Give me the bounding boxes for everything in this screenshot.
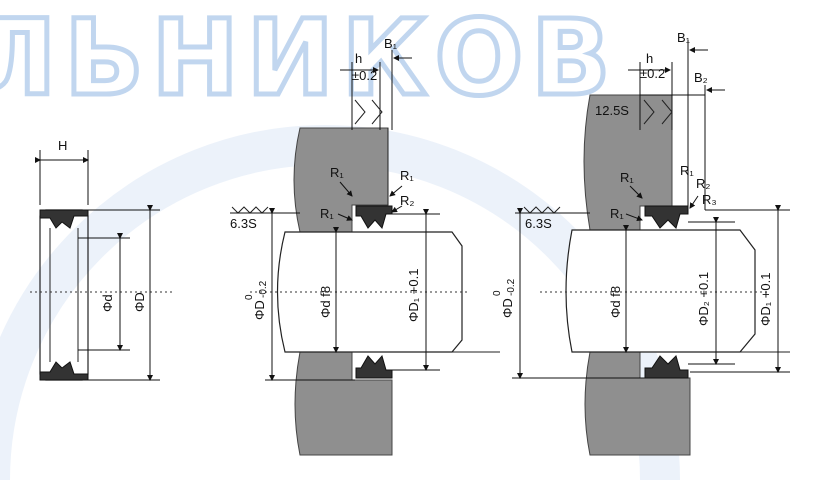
label-B2: B₂ [694,70,708,85]
label-D-tol-lower-2: -0.2 [506,278,517,296]
label-d-f8: Φd f8 [318,286,333,318]
label-h-2: h [646,51,653,66]
label-R1-a: R₁ [330,165,344,180]
label-R1-b-2: R₁ [680,163,694,178]
label-rough-top: 12.5S [595,103,629,118]
installation-view-2: h ±0.2 B₁ B₂ 12.5S R₁ R₁ R₂ R₃ R₁ 6.3S Φ… [492,30,790,456]
label-h: h [355,51,362,66]
label-D1: ΦD₁ +0.1 [406,269,421,322]
label-H: H [58,138,67,153]
label-D: ΦD [132,292,147,312]
label-tol: ±0.2 [352,68,377,83]
label-D2: ΦD₂ +0.1 [696,272,711,326]
label-D-right: ΦD [500,298,515,318]
label-D1-2: ΦD₁ +0.1 [758,273,773,326]
label-D-mid: ΦD [252,300,267,320]
label-d-f8-2: Φd f8 [608,286,623,318]
label-R1-a-2: R₁ [620,170,634,185]
label-D-tol-upper-2: 0 [492,290,503,296]
label-R1-c-2: R₁ [610,206,624,221]
label-D-tol-lower: -0.2 [258,280,269,298]
label-R1-c: R₁ [320,206,334,221]
label-R2: R₂ [400,193,414,208]
label-R1-b: R₁ [400,168,414,183]
label-rough: 6.3S [230,216,257,231]
label-R3: R₃ [702,192,717,207]
seal-cross-section: H Φd ΦD [30,138,175,381]
label-R2-2: R₂ [696,176,710,191]
label-B1-2: B₁ [677,30,691,45]
installation-view-1: h ±0.2 B₁ R₁ R₁ R₂ R₁ 6.3S ΦD 0 -0.2 Φd … [230,36,500,456]
watermark-text: ЛЬНИКОВ [0,0,618,119]
label-d: Φd [100,294,115,312]
label-D-tol-upper: 0 [244,294,255,300]
label-rough-left: 6.3S [525,216,552,231]
label-B1: B₁ [384,36,398,51]
label-tol-2: ±0.2 [640,66,665,81]
